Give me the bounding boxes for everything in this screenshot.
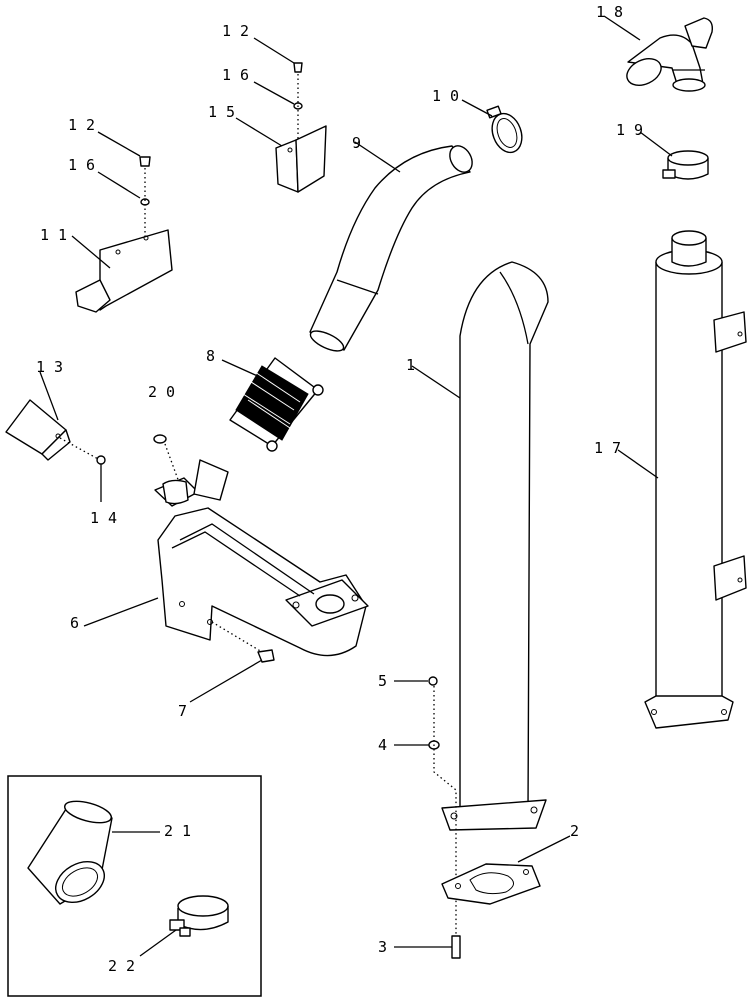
part-18-elbow-cap xyxy=(603,15,714,92)
part-10-clamp xyxy=(461,99,523,154)
part-4-washer xyxy=(394,686,457,938)
callout-20: 2 0 xyxy=(148,383,175,401)
callout-13: 1 3 xyxy=(36,358,63,376)
callout-19: 1 9 xyxy=(616,121,643,139)
callout-10: 1 0 xyxy=(432,87,459,105)
part-9-bent-pipe xyxy=(309,141,473,352)
callout-9: 9 xyxy=(352,134,361,152)
part-17-muffler xyxy=(617,230,747,729)
callout-3: 3 xyxy=(378,938,387,956)
part-21-elbow-tube xyxy=(27,800,160,905)
callout-labels: 1 2 1 6 1 5 1 2 1 6 1 1 1 3 1 4 2 0 8 9 … xyxy=(36,3,643,975)
part-3-stud xyxy=(394,935,461,959)
callout-21: 2 1 xyxy=(164,822,191,840)
callout-12-left: 1 2 xyxy=(68,116,95,134)
part-12-bolt-left xyxy=(97,131,151,167)
callout-14: 1 4 xyxy=(90,509,117,527)
part-22-clamp xyxy=(139,895,229,957)
part-16-washer-top xyxy=(253,74,303,140)
part-5-nut xyxy=(394,676,438,686)
callout-8: 8 xyxy=(206,347,215,365)
callout-5: 5 xyxy=(378,672,387,690)
part-2-gasket xyxy=(441,835,571,905)
part-13-plate xyxy=(5,371,101,461)
part-1-exhaust-stack xyxy=(411,261,549,831)
callout-17: 1 7 xyxy=(594,439,621,457)
part-11-bracket xyxy=(71,229,173,313)
callout-12-top: 1 2 xyxy=(222,22,249,40)
callout-6: 6 xyxy=(70,614,79,632)
callout-2: 2 xyxy=(570,822,579,840)
part-15-bracket xyxy=(235,117,327,193)
callout-15: 1 5 xyxy=(208,103,235,121)
inset-box xyxy=(7,775,262,997)
callout-4: 4 xyxy=(378,736,387,754)
part-8-flex-pipe xyxy=(221,357,324,452)
callout-7: 7 xyxy=(178,702,187,720)
part-12-bolt-top xyxy=(253,37,303,73)
part-20-oring xyxy=(153,434,181,486)
callout-16-top: 1 6 xyxy=(222,66,249,84)
part-7-bolt xyxy=(189,649,275,703)
callout-22: 2 2 xyxy=(108,957,135,975)
callout-18: 1 8 xyxy=(596,3,623,21)
callout-11: 1 1 xyxy=(40,226,67,244)
part-6-manifold-adapter xyxy=(83,459,369,657)
part-16-washer-left xyxy=(97,168,150,240)
callout-16-left: 1 6 xyxy=(68,156,95,174)
callout-1: 1 xyxy=(406,356,415,374)
part-14-bolt xyxy=(96,455,106,502)
part-19-clamp xyxy=(639,131,709,180)
